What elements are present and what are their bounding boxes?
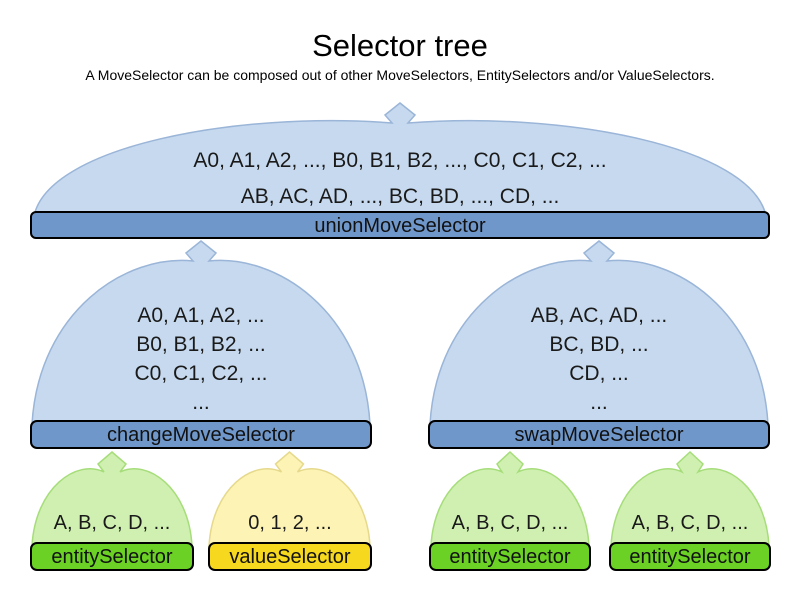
- entity3-bar: [609, 542, 771, 571]
- entity3-bar-label: entitySelector: [629, 546, 751, 568]
- swap-bar-label: swapMoveSelector: [515, 424, 684, 446]
- swap-cloud-line-2: BC, BD, ...: [549, 333, 648, 356]
- change-cloud: [31, 240, 371, 425]
- value-bar-label: valueSelector: [229, 546, 351, 568]
- entity-selector-node-3: A, B, C, D, ... entitySelector: [609, 450, 771, 571]
- union-cloud-line-2: AB, AC, AD, ..., BC, BD, ..., CD, ...: [241, 185, 560, 208]
- entity1-bar: [30, 542, 194, 571]
- union-move-selector-node: A0, A1, A2, ..., B0, B1, B2, ..., C0, C1…: [30, 102, 770, 239]
- entity3-cloud: [610, 450, 770, 547]
- entity1-cloud: [31, 451, 193, 547]
- diagram-subtitle: A MoveSelector can be composed out of ot…: [85, 67, 715, 83]
- change-cloud-line-2: B0, B1, B2, ...: [136, 333, 266, 356]
- entity1-cloud-line-1: A, B, C, D, ...: [54, 512, 171, 534]
- change-move-selector-node: A0, A1, A2, ... B0, B1, B2, ... C0, C1, …: [30, 240, 372, 449]
- union-cloud-line-1: A0, A1, A2, ..., B0, B1, B2, ..., C0, C1…: [193, 149, 606, 172]
- swap-move-selector-node: AB, AC, AD, ... BC, BD, ... CD, ... ... …: [428, 240, 770, 449]
- entity2-cloud: [430, 450, 590, 547]
- swap-cloud-line-1: AB, AC, AD, ...: [531, 304, 668, 327]
- value-cloud: [208, 451, 371, 547]
- entity3-cloud-line-1: A, B, C, D, ...: [632, 512, 749, 534]
- swap-cloud: [429, 240, 769, 425]
- change-cloud-line-3: C0, C1, C2, ...: [134, 362, 267, 385]
- entity-selector-node-2: A, B, C, D, ... entitySelector: [429, 450, 591, 571]
- entity2-bar-label: entitySelector: [449, 546, 571, 568]
- union-bar: [30, 211, 770, 239]
- swap-bar: [428, 420, 770, 449]
- entity-selector-node-1: A, B, C, D, ... entitySelector: [30, 451, 194, 571]
- diagram-title: Selector tree: [312, 28, 488, 63]
- change-cloud-line-1: A0, A1, A2, ...: [137, 304, 264, 327]
- entity1-bar-label: entitySelector: [51, 546, 173, 568]
- value-selector-node: 0, 1, 2, ... valueSelector: [208, 451, 372, 571]
- value-cloud-line-1: 0, 1, 2, ...: [248, 512, 331, 534]
- entity2-bar: [429, 542, 591, 571]
- value-bar: [208, 542, 372, 571]
- swap-cloud-line-3: CD, ...: [569, 362, 629, 385]
- union-cloud: [33, 102, 767, 217]
- union-bar-label: unionMoveSelector: [314, 215, 486, 237]
- change-cloud-line-4: ...: [192, 391, 210, 414]
- swap-cloud-line-4: ...: [590, 391, 608, 414]
- change-bar: [30, 420, 372, 449]
- change-bar-label: changeMoveSelector: [107, 424, 295, 446]
- entity2-cloud-line-1: A, B, C, D, ...: [452, 512, 569, 534]
